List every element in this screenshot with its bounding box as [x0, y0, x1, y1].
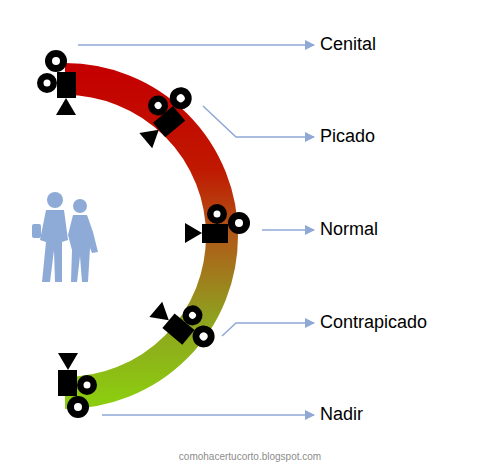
angle-label: Picado	[320, 126, 375, 148]
angle-label: Nadir	[320, 404, 363, 426]
angle-label: Contrapicado	[320, 312, 427, 334]
camera-symbol	[149, 287, 224, 359]
angle-label: Cenital	[320, 34, 376, 56]
camera-symbol	[37, 50, 76, 115]
watermark: comohacertucorto.blogspot.com	[179, 451, 321, 463]
people-figure	[32, 192, 98, 282]
camera-symbol	[185, 204, 250, 243]
camera-symbol	[127, 77, 202, 149]
angle-label: Normal	[320, 219, 378, 241]
leader-lines	[78, 45, 314, 415]
camera-symbol	[58, 353, 97, 418]
